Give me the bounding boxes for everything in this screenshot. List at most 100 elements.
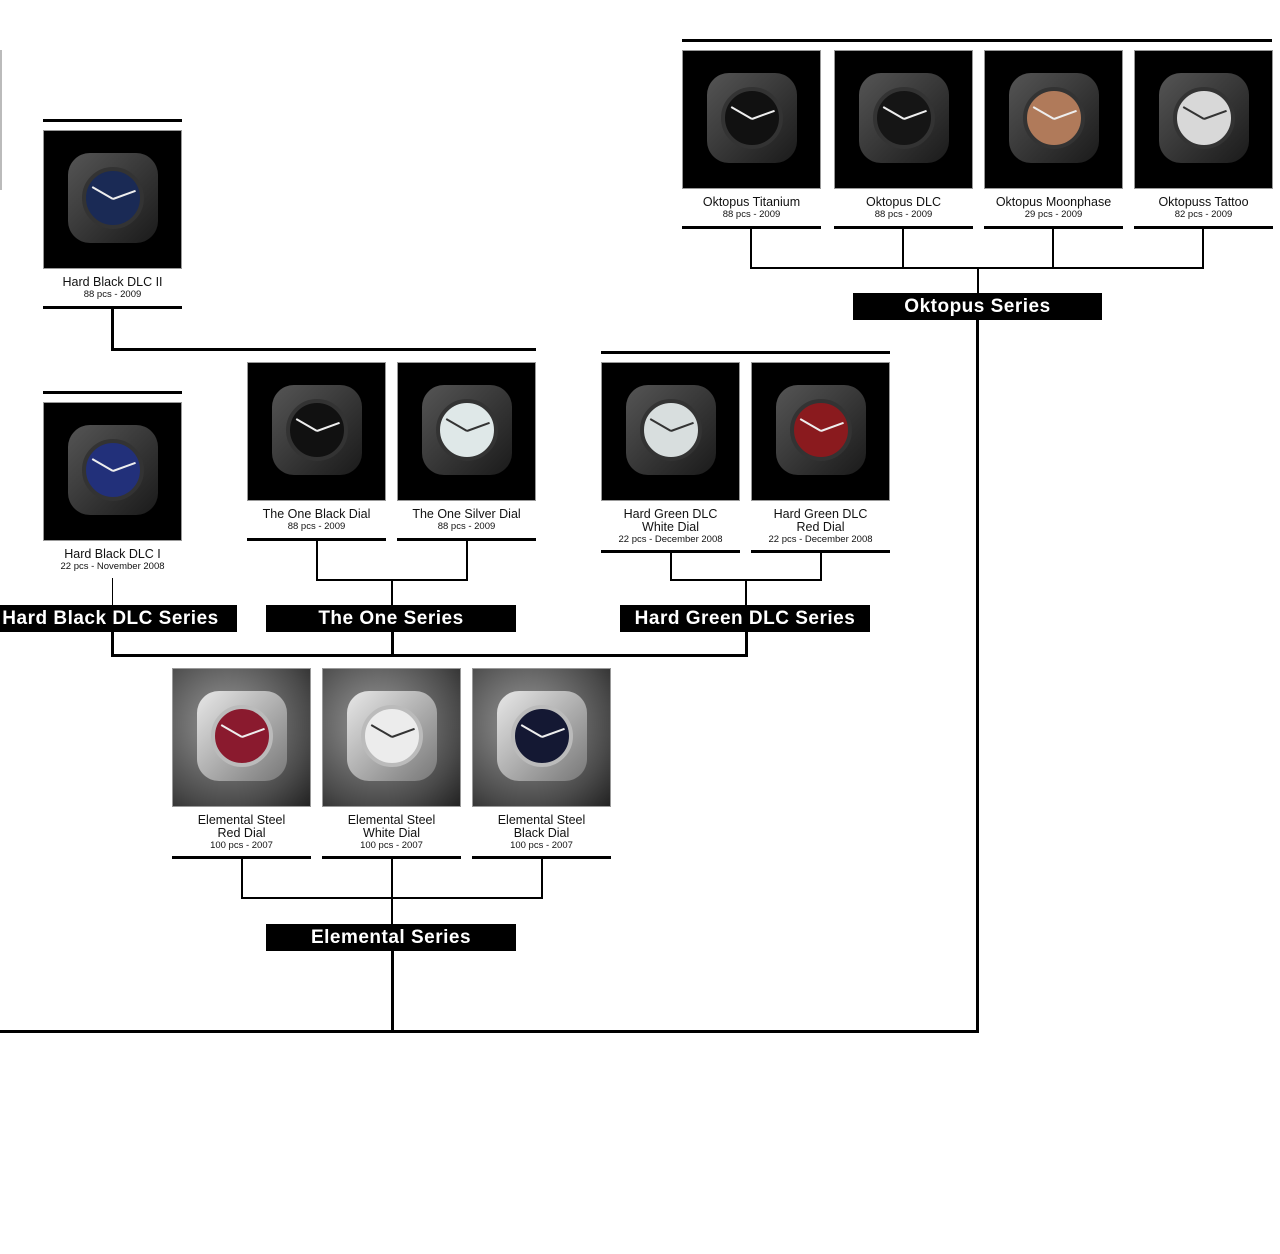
watch-title: Hard Black DLC II xyxy=(62,275,163,289)
watch-title: Hard Green DLC xyxy=(773,507,868,521)
watch-edition: 88 pcs - 2009 xyxy=(437,521,496,532)
watch-edition: 88 pcs - 2009 xyxy=(287,521,346,532)
watch-edition: 22 pcs - December 2008 xyxy=(768,534,873,545)
watch-dial xyxy=(511,705,573,767)
watch-hand xyxy=(799,418,822,432)
connector xyxy=(745,632,748,657)
watch-edition: 22 pcs - November 2008 xyxy=(60,561,165,572)
watch-hand xyxy=(370,724,393,738)
connector xyxy=(391,858,393,924)
watch-edition: 88 pcs - 2009 xyxy=(722,209,781,220)
watch-dial xyxy=(1023,87,1085,149)
card-bottom-bar xyxy=(397,538,536,541)
card-bottom-bar xyxy=(247,538,386,541)
card-bottom-bar xyxy=(834,226,973,229)
watch-hand xyxy=(91,186,114,200)
watch-hand xyxy=(91,458,114,472)
watch-hand xyxy=(220,724,243,738)
watch-hand xyxy=(882,106,905,120)
series-oktopus: Oktopus Series xyxy=(853,293,1102,320)
watch-hand xyxy=(241,727,265,738)
connector xyxy=(820,552,822,581)
connector xyxy=(112,578,113,605)
connector xyxy=(241,897,543,899)
oktopus-top-bar xyxy=(682,39,1272,42)
card-bottom-bar xyxy=(984,226,1123,229)
watch-hand xyxy=(1053,109,1077,120)
connector xyxy=(745,579,747,605)
connector xyxy=(977,267,979,294)
connector xyxy=(1202,228,1204,269)
watch-image xyxy=(601,362,740,501)
watch-title: Red Dial xyxy=(796,520,845,534)
watch-image xyxy=(322,668,461,807)
hard-black-dlc-ii-top-bar xyxy=(43,119,182,122)
connector xyxy=(1052,228,1054,269)
watch-dial xyxy=(873,87,935,149)
watch-edition: 100 pcs - 2007 xyxy=(360,840,423,851)
card-bottom-bar xyxy=(1134,226,1273,229)
watch-image xyxy=(1134,50,1273,189)
watch-edition: 88 pcs - 2009 xyxy=(83,289,142,300)
series-elemental: Elemental Series xyxy=(266,924,516,951)
watch-dial xyxy=(1173,87,1235,149)
watch-image xyxy=(682,50,821,189)
watch-image xyxy=(751,362,890,501)
connector xyxy=(902,228,904,269)
watch-hand xyxy=(112,461,136,472)
watch-dial xyxy=(790,399,852,461)
watch-hand xyxy=(112,189,136,200)
card-bottom-bar xyxy=(751,550,890,553)
watch-hand xyxy=(391,727,415,738)
card-bottom-bar xyxy=(43,306,182,309)
watch-image xyxy=(984,50,1123,189)
watch-image xyxy=(172,668,311,807)
watch-hand xyxy=(295,418,318,432)
watch-dial xyxy=(721,87,783,149)
hard-green-top-bar xyxy=(601,351,890,354)
watch-dial xyxy=(82,167,144,229)
watch-hand xyxy=(1182,106,1205,120)
watch-title: White Dial xyxy=(363,826,420,840)
card-bottom-bar xyxy=(322,856,461,859)
watch-hand xyxy=(316,421,340,432)
watch-dial xyxy=(211,705,273,767)
connector xyxy=(111,348,536,351)
watch-dial xyxy=(361,705,423,767)
watch-hand xyxy=(1203,109,1227,120)
watch-title: The One Silver Dial xyxy=(412,507,521,521)
watch-hand xyxy=(466,421,490,432)
watch-edition: 100 pcs - 2007 xyxy=(510,840,573,851)
watch-hand xyxy=(820,421,844,432)
watch-title: Elemental Steel xyxy=(497,813,586,827)
watch-image xyxy=(397,362,536,501)
watch-edition: 29 pcs - 2009 xyxy=(1024,209,1083,220)
watch-edition: 100 pcs - 2007 xyxy=(210,840,273,851)
watch-edition: 88 pcs - 2009 xyxy=(874,209,933,220)
watch-title: The One Black Dial xyxy=(262,507,371,521)
card-bottom-bar xyxy=(472,856,611,859)
watch-title: Oktopus DLC xyxy=(865,195,942,209)
connector xyxy=(391,579,393,605)
left-edge-line xyxy=(0,50,2,190)
hard-black-dlc-i-top-bar xyxy=(43,391,182,394)
connector xyxy=(0,1030,979,1033)
watch-image xyxy=(43,402,182,541)
watch-hand xyxy=(751,109,775,120)
watch-title: Hard Green DLC xyxy=(623,507,718,521)
watch-title: Oktopus Titanium xyxy=(702,195,801,209)
connector xyxy=(976,320,979,1033)
connector xyxy=(241,858,243,899)
watch-title: Red Dial xyxy=(217,826,266,840)
watch-title: White Dial xyxy=(642,520,699,534)
watch-image xyxy=(834,50,973,189)
card-bottom-bar xyxy=(601,550,740,553)
connector xyxy=(111,308,114,351)
watch-image xyxy=(472,668,611,807)
watch-edition: 22 pcs - December 2008 xyxy=(618,534,723,545)
series-hard-green-dlc: Hard Green DLC Series xyxy=(620,605,870,632)
watch-hand xyxy=(520,724,543,738)
card-bottom-bar xyxy=(682,226,821,229)
connector xyxy=(111,654,748,657)
watch-title: Elemental Steel xyxy=(197,813,286,827)
